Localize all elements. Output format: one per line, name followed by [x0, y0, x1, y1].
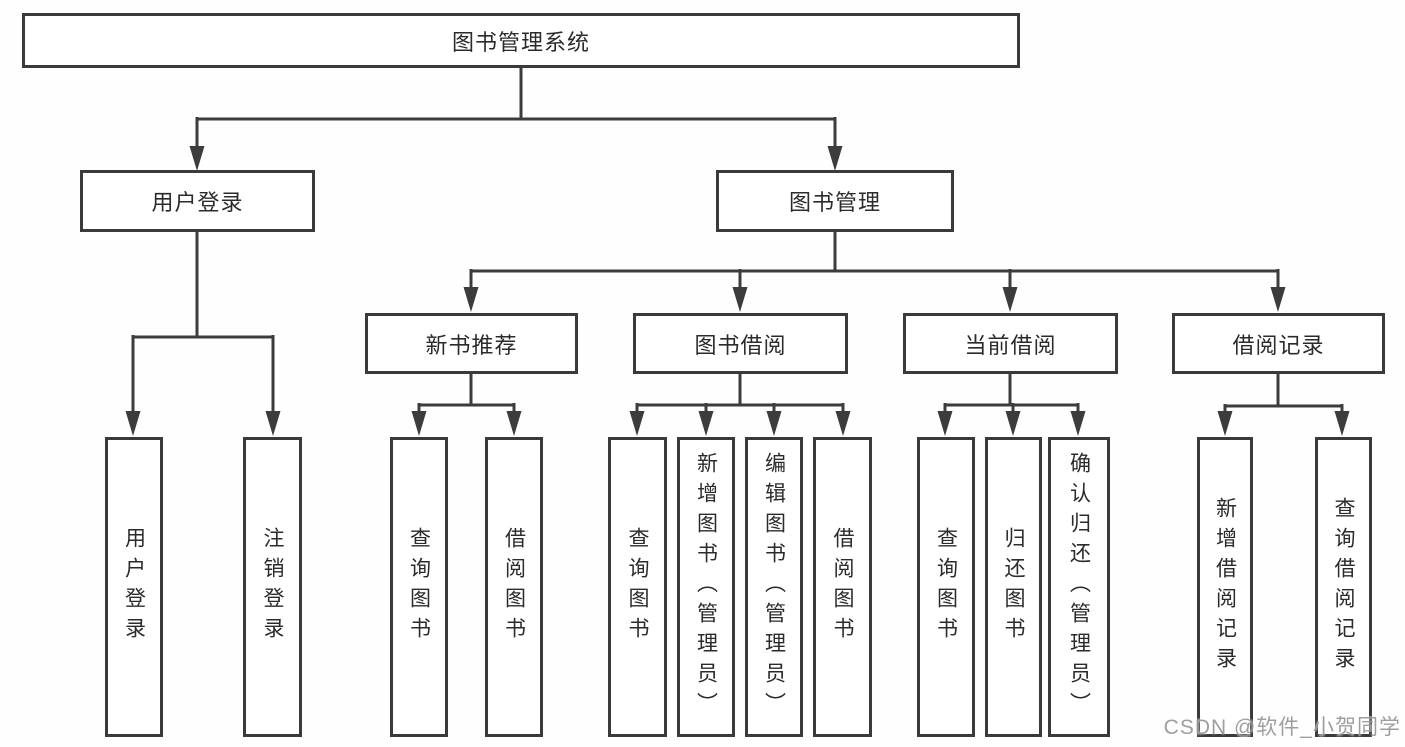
node-logout-label: 注销登录	[261, 527, 284, 647]
connector-new-book-recommend-children	[411, 374, 522, 436]
node-current-borrowing: 当前借阅	[903, 313, 1118, 374]
node-user-login-label: 用户登录	[151, 190, 244, 215]
node-records-add-record: 新增借阅记录	[1197, 437, 1253, 737]
node-current-return-books: 归还图书	[985, 437, 1042, 737]
connector-current-borrowing-children	[937, 374, 1086, 436]
connector-book-management-children	[463, 232, 1286, 312]
node-login: 用户登录	[105, 437, 163, 737]
node-borrowing-records-label: 借阅记录	[1232, 332, 1325, 358]
node-borrowing-edit-books-label: 编辑图书（管理员）	[762, 452, 786, 722]
node-book-management-label: 图书管理	[788, 190, 881, 215]
node-recommend-query-books: 查询图书	[390, 437, 448, 737]
node-records-add-record-label: 新增借阅记录	[1213, 497, 1237, 677]
connector-borrowing-records-children	[1217, 374, 1350, 436]
node-logout: 注销登录	[243, 437, 302, 737]
node-records-query-record: 查询借阅记录	[1315, 437, 1372, 737]
node-borrowing-query-books-label: 查询图书	[626, 527, 649, 647]
node-current-borrowing-label: 当前借阅	[964, 332, 1057, 358]
node-current-confirm-return: 确认归还（管理员）	[1048, 437, 1110, 737]
connector-user-login-children	[125, 232, 281, 436]
node-borrowing-edit-books: 编辑图书（管理员）	[745, 437, 803, 737]
node-current-query-books: 查询图书	[917, 437, 975, 737]
node-recommend-borrow-books: 借阅图书	[485, 437, 543, 737]
node-book-borrowing: 图书借阅	[633, 313, 848, 374]
node-borrowing-add-books-label: 新增图书（管理员）	[694, 452, 718, 722]
node-current-query-books-label: 查询图书	[934, 527, 958, 647]
node-user-login: 用户登录	[80, 170, 315, 232]
node-borrowing-add-books: 新增图书（管理员）	[677, 437, 735, 737]
node-records-query-record-label: 查询借阅记录	[1332, 497, 1355, 677]
connector-root-to-level2	[189, 68, 843, 171]
csdn-watermark: CSDN @软件_小贺同学	[1163, 716, 1401, 739]
node-borrowing-query-books: 查询图书	[608, 437, 667, 737]
node-new-book-recommend-label: 新书推荐	[425, 332, 518, 358]
node-borrowing-borrow-books-label: 借阅图书	[831, 527, 854, 647]
node-root-label: 图书管理系统	[451, 29, 590, 55]
node-login-label: 用户登录	[122, 527, 146, 647]
node-recommend-borrow-books-label: 借阅图书	[502, 527, 526, 647]
node-recommend-query-books-label: 查询图书	[407, 527, 431, 647]
node-current-return-books-label: 归还图书	[1002, 527, 1025, 647]
node-borrowing-records: 借阅记录	[1172, 313, 1385, 374]
node-current-confirm-return-label: 确认归还（管理员）	[1067, 452, 1091, 722]
node-root: 图书管理系统	[22, 13, 1020, 68]
node-book-management: 图书管理	[716, 170, 954, 232]
node-new-book-recommend: 新书推荐	[365, 313, 578, 374]
node-borrowing-borrow-books: 借阅图书	[813, 437, 872, 737]
connector-book-borrowing-children	[629, 374, 851, 436]
node-book-borrowing-label: 图书借阅	[694, 332, 787, 358]
